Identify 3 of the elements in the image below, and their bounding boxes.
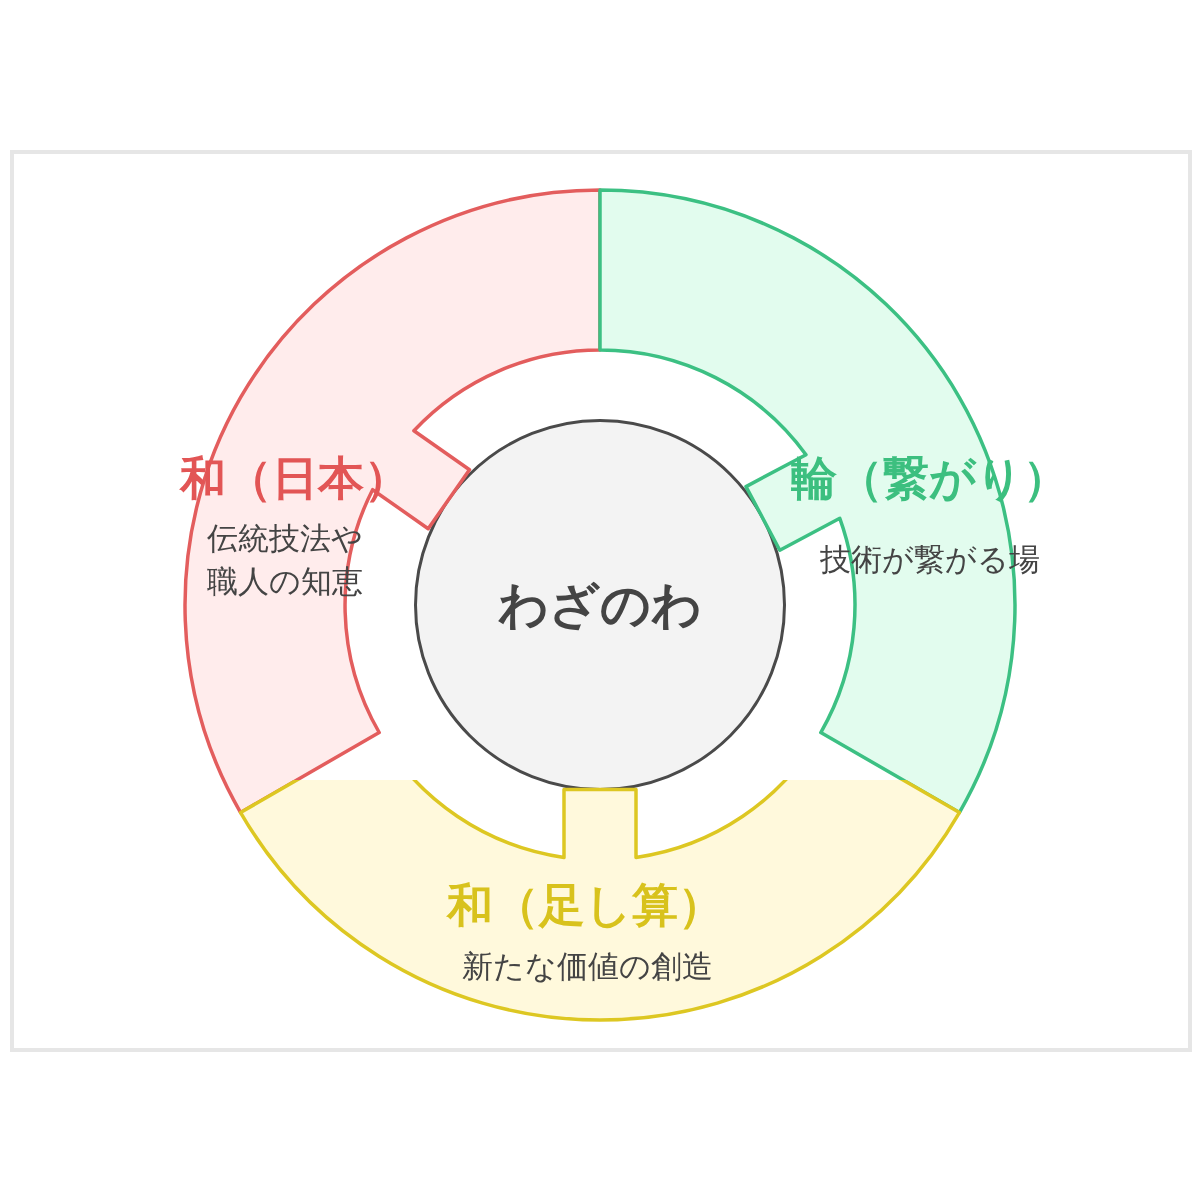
segment-heading: 和（足し算） <box>446 882 724 928</box>
segment-description: 新たな価値の創造 <box>460 947 714 987</box>
center-title: わざのわ <box>498 574 702 636</box>
